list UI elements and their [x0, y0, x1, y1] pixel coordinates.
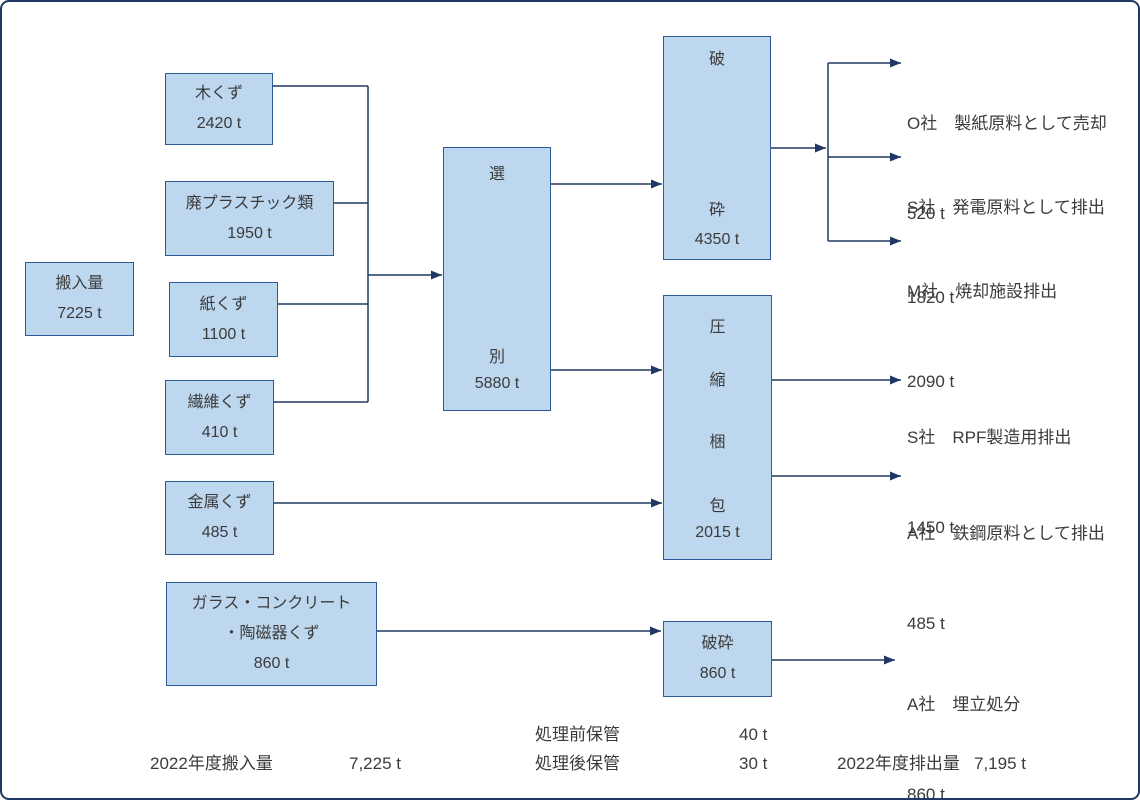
node-metal: 金属くず 485 t [165, 481, 274, 555]
node-plastic: 廃プラスチック類 1950 t [165, 181, 334, 256]
footer-post-storage-value: 30 t [739, 754, 768, 773]
node-intake: 搬入量 7225 t [25, 262, 134, 336]
node-compress-char-1: 圧 [709, 319, 726, 336]
output-s-rpf: S社 RPF製造用排出 1450 t [907, 363, 1071, 603]
node-paper-value: 1100 t [201, 325, 246, 343]
footer-annual-out-value: 7,195 t [974, 754, 1026, 773]
node-crush-char-1: 破 [708, 51, 725, 68]
footer-pre-storage-label: 処理前保管 [535, 725, 620, 744]
node-fiber: 繊維くず 410 t [165, 380, 274, 455]
node-metal-label: 金属くず [187, 494, 252, 511]
node-wood-label: 木くず [194, 85, 243, 102]
output-a-steel-value: 485 t [907, 614, 945, 633]
output-s-power-label: S社 発電原料として排出 [907, 198, 1105, 217]
node-sort: 選 別 5880 t [443, 147, 551, 411]
node-glass-value: 860 t [253, 655, 290, 672]
output-o-paper-label: O社 製紙原料として売却 [907, 114, 1107, 133]
output-o-paper-value: 520 t [907, 204, 945, 223]
output-o-paper: O社 製紙原料として売却 520 t [907, 49, 1107, 289]
node-sort-char-1: 選 [488, 166, 505, 183]
output-s-power-value: 1820 t [907, 288, 955, 307]
output-s-rpf-label: S社 RPF製造用排出 [907, 428, 1072, 447]
output-a-landfill-label: A社 埋立処分 [907, 695, 1021, 714]
output-a-steel: A社 鉄鋼原料として排出 485 t [907, 459, 1105, 699]
node-intake-value: 7225 t [57, 305, 102, 322]
node-crush-char-2: 砕 [708, 202, 725, 219]
footer-annual-in-value: 7,225 t [349, 754, 401, 773]
output-s-power: S社 発電原料として排出 1820 t [907, 133, 1105, 373]
node-wood-value: 2420 t [196, 115, 242, 132]
output-a-steel-label: A社 鉄鋼原料として排出 [907, 524, 1105, 543]
node-compress-value: 2015 t [695, 524, 740, 541]
node-crush2: 破砕 860 t [663, 621, 772, 697]
node-crush2-label: 破砕 [701, 635, 734, 652]
node-paper-label: 紙くず [199, 295, 248, 313]
node-compress-char-3: 梱 [709, 434, 726, 451]
footer-annual-in-label: 2022年度搬入量 [150, 754, 273, 773]
node-compress-char-2: 縮 [709, 372, 726, 389]
node-paper: 紙くず 1100 t [169, 282, 278, 357]
output-m-incinerate-label: M社 焼却施設排出 [907, 282, 1058, 301]
node-glass-label-line1: ガラス・コンクリート [191, 595, 352, 612]
node-metal-value: 485 t [201, 524, 238, 541]
output-m-incinerate-value: 2090 t [907, 372, 955, 391]
node-glass-label-line2: ・陶磁器くず [223, 625, 320, 642]
node-crush: 破 砕 4350 t [663, 36, 771, 260]
node-compress: 圧 縮 梱 包 2015 t [663, 295, 772, 560]
footer-pre-storage-value: 40 t [739, 725, 768, 744]
node-intake-label: 搬入量 [55, 275, 104, 292]
node-wood: 木くず 2420 t [165, 73, 273, 145]
node-compress-char-4: 包 [709, 498, 726, 515]
output-s-rpf-value: 1450 t [907, 518, 955, 537]
node-glass: ガラス・コンクリート ・陶磁器くず 860 t [166, 582, 377, 686]
footer-post-storage-label: 処理後保管 [535, 754, 620, 773]
node-fiber-value: 410 t [201, 423, 238, 441]
node-plastic-label: 廃プラスチック類 [185, 194, 314, 212]
output-a-landfill: A社 埋立処分 860 t [907, 630, 1021, 800]
node-sort-char-2: 別 [488, 349, 505, 366]
node-plastic-value: 1950 t [227, 224, 272, 242]
node-sort-value: 5880 t [474, 375, 520, 392]
output-a-landfill-value: 860 t [907, 785, 945, 800]
node-fiber-label: 繊維くず [187, 393, 252, 411]
node-crush-value: 4350 t [694, 231, 740, 248]
footer-annual-out-label: 2022年度排出量 [837, 754, 960, 773]
node-crush2-value: 860 t [699, 665, 736, 682]
output-m-incinerate: M社 焼却施設排出 2090 t [907, 217, 1057, 457]
